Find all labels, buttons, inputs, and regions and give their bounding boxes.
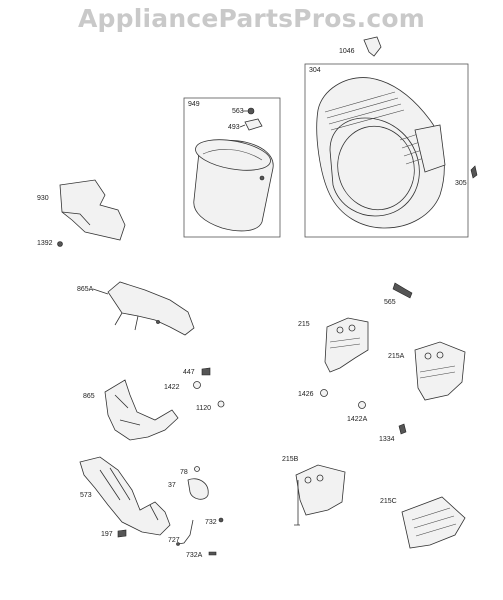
label-1426: 1426 (298, 391, 314, 398)
label-732: 732 (205, 519, 217, 526)
part-930-baffle[interactable] (59, 179, 126, 241)
part-215C-cover[interactable] (401, 496, 466, 549)
part-949-screen[interactable] (193, 135, 274, 232)
label-1046: 1046 (339, 48, 355, 55)
part-215B-cover[interactable] (294, 464, 346, 526)
label-1334: 1334 (379, 436, 395, 443)
part-727-wire[interactable] (176, 519, 194, 546)
label-78: 78 (180, 469, 188, 476)
label-304: 304 (309, 67, 321, 74)
part-865A-shield[interactable] (107, 281, 195, 336)
label-563: 563 (232, 108, 244, 115)
label-732A: 732A (186, 552, 203, 559)
label-1422A: 1422A (347, 416, 368, 423)
label-493: 493 (228, 124, 240, 131)
label-1422: 1422 (164, 384, 180, 391)
label-215: 215 (298, 321, 310, 328)
label-565: 565 (384, 299, 396, 306)
part-865-shield[interactable] (104, 379, 179, 441)
part-493-bracket[interactable] (244, 118, 263, 131)
label-930: 930 (37, 195, 49, 202)
part-197-screw[interactable] (117, 529, 127, 538)
part-1334-screw[interactable] (398, 423, 407, 435)
label-573: 573 (80, 492, 92, 499)
watermark-title: AppliancePartsPros.com (77, 4, 426, 33)
part-732-clip[interactable] (218, 517, 224, 523)
label-1120: 1120 (196, 405, 211, 412)
part-1120-nut[interactable] (217, 400, 225, 408)
label-949: 949 (188, 101, 200, 108)
label-215C: 215C (380, 498, 397, 505)
part-215A-cover[interactable] (414, 341, 466, 401)
part-447-screw[interactable] (201, 367, 211, 376)
box-949 (183, 97, 281, 238)
label-447: 447 (183, 369, 195, 376)
part-304-blower-housing[interactable] (316, 77, 446, 229)
part-573-shield[interactable] (79, 456, 171, 536)
part-1046[interactable] (363, 36, 382, 57)
label-37: 37 (168, 482, 176, 489)
label-215B: 215B (282, 456, 299, 463)
part-1422-washer[interactable] (193, 381, 201, 389)
label-197: 197 (101, 531, 113, 538)
part-37-clamp[interactable] (187, 478, 209, 500)
part-565-screw[interactable] (392, 282, 413, 299)
part-563-nut[interactable] (247, 107, 255, 115)
part-1422A-washer[interactable] (358, 401, 366, 409)
label-305: 305 (455, 180, 467, 187)
label-215A: 215A (388, 353, 405, 360)
part-78-clip[interactable] (194, 466, 200, 472)
part-1392-screw[interactable] (57, 241, 63, 247)
part-1426-washer[interactable] (320, 389, 328, 397)
part-215-cover[interactable] (324, 317, 369, 373)
part-305-screw[interactable] (470, 165, 478, 179)
box-304 (304, 63, 469, 238)
label-865A: 865A (77, 286, 94, 293)
label-865: 865 (83, 393, 95, 400)
label-727: 727 (168, 537, 180, 544)
label-1392: 1392 (37, 240, 53, 247)
part-732A-clip[interactable] (208, 551, 217, 556)
